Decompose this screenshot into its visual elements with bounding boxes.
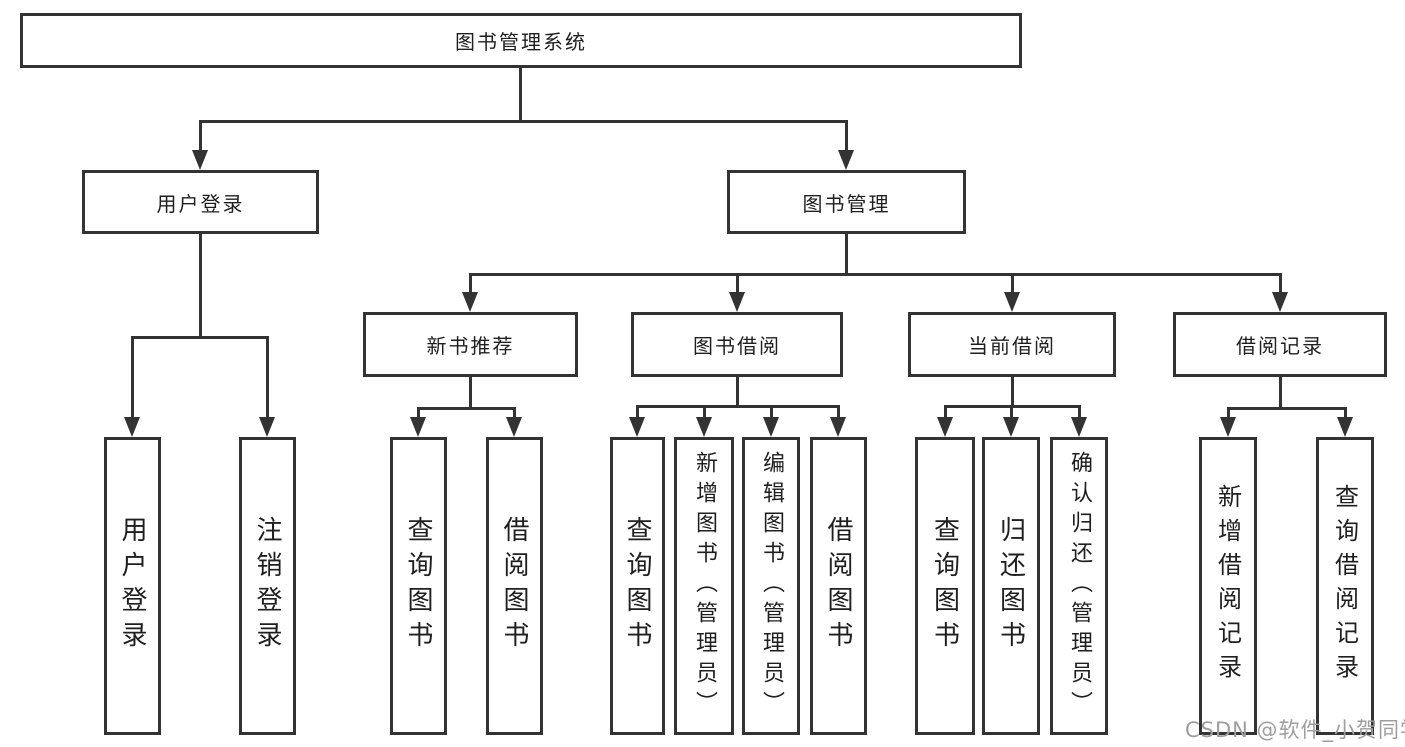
connector-line (1011, 377, 1014, 408)
leaf-borrow-books: 借阅图书 (810, 437, 867, 735)
node-current-borrow: 当前借阅 (908, 312, 1116, 377)
connector-line (131, 336, 134, 421)
leaf-add-book-admin: 新增图书（管理员） (674, 437, 734, 735)
node-user-login: 用户登录 (82, 170, 319, 234)
connector-line (1227, 407, 1230, 421)
connector-line (736, 377, 739, 408)
connector-line (1010, 405, 1013, 419)
connector-line (1227, 407, 1347, 410)
connector-line (417, 407, 420, 421)
connector-line (703, 405, 706, 419)
connector-line (770, 405, 773, 419)
arrow-down-icon (729, 292, 745, 312)
connector-line (845, 120, 848, 154)
connector-line (266, 336, 269, 421)
connector-line (1279, 377, 1282, 410)
connector-line (837, 405, 840, 419)
leaf-edit-book-admin: 编辑图书（管理员） (742, 437, 800, 735)
leaf-confirm-return-admin: 确认归还（管理员） (1050, 437, 1108, 735)
connector-line (199, 120, 847, 123)
connector-line (199, 120, 202, 154)
node-library-system: 图书管理系统 (20, 13, 1022, 68)
arrow-down-icon (763, 417, 779, 437)
connector-line (736, 273, 739, 293)
node-new-book-recommend: 新书推荐 (363, 312, 578, 377)
arrow-down-icon (462, 292, 478, 312)
connector-line (469, 273, 1281, 276)
connector-line (944, 405, 947, 419)
connector-line (199, 233, 202, 339)
leaf-query-books-current: 查询图书 (915, 437, 975, 735)
connector-line (513, 407, 516, 421)
leaf-query-books-borrow: 查询图书 (610, 437, 665, 735)
arrow-down-icon (1272, 292, 1288, 312)
connector-line (469, 273, 472, 293)
connector-line (1279, 273, 1282, 293)
node-borrow-records: 借阅记录 (1173, 312, 1387, 377)
node-book-management: 图书管理 (727, 170, 966, 234)
leaf-query-books-recommend: 查询图书 (390, 437, 447, 735)
leaf-return-book: 归还图书 (982, 437, 1040, 735)
watermark: CSDN @软件_小贺同学 (1185, 718, 1405, 742)
leaf-logout: 注销登录 (239, 437, 296, 735)
leaf-user-login: 用户登录 (104, 437, 161, 735)
connector-line (636, 405, 840, 408)
arrow-down-icon (629, 417, 645, 437)
arrow-down-icon (410, 417, 426, 437)
connector-line (131, 336, 269, 339)
connector-line (1078, 405, 1081, 419)
connector-line (1344, 407, 1347, 421)
arrow-down-icon (506, 417, 522, 437)
leaf-add-borrow-record: 新增借阅记录 (1199, 437, 1257, 735)
connector-line (1011, 273, 1014, 293)
arrow-down-icon (696, 417, 712, 437)
leaf-query-borrow-record: 查询借阅记录 (1316, 437, 1374, 735)
connector-line (417, 407, 516, 410)
connector-line (519, 68, 522, 123)
connector-line (636, 405, 639, 419)
arrow-down-icon (1071, 417, 1087, 437)
arrow-down-icon (259, 417, 275, 437)
arrow-down-icon (1220, 417, 1236, 437)
arrow-down-icon (838, 150, 854, 170)
arrow-down-icon (1004, 292, 1020, 312)
connector-line (845, 233, 848, 276)
connector-line (469, 377, 472, 410)
arrow-down-icon (1003, 417, 1019, 437)
arrow-down-icon (192, 150, 208, 170)
arrow-down-icon (1337, 417, 1353, 437)
arrow-down-icon (830, 417, 846, 437)
leaf-borrow-books-recommend: 借阅图书 (486, 437, 543, 735)
arrow-down-icon (937, 417, 953, 437)
node-book-borrow: 图书借阅 (631, 312, 843, 377)
arrow-down-icon (124, 417, 140, 437)
